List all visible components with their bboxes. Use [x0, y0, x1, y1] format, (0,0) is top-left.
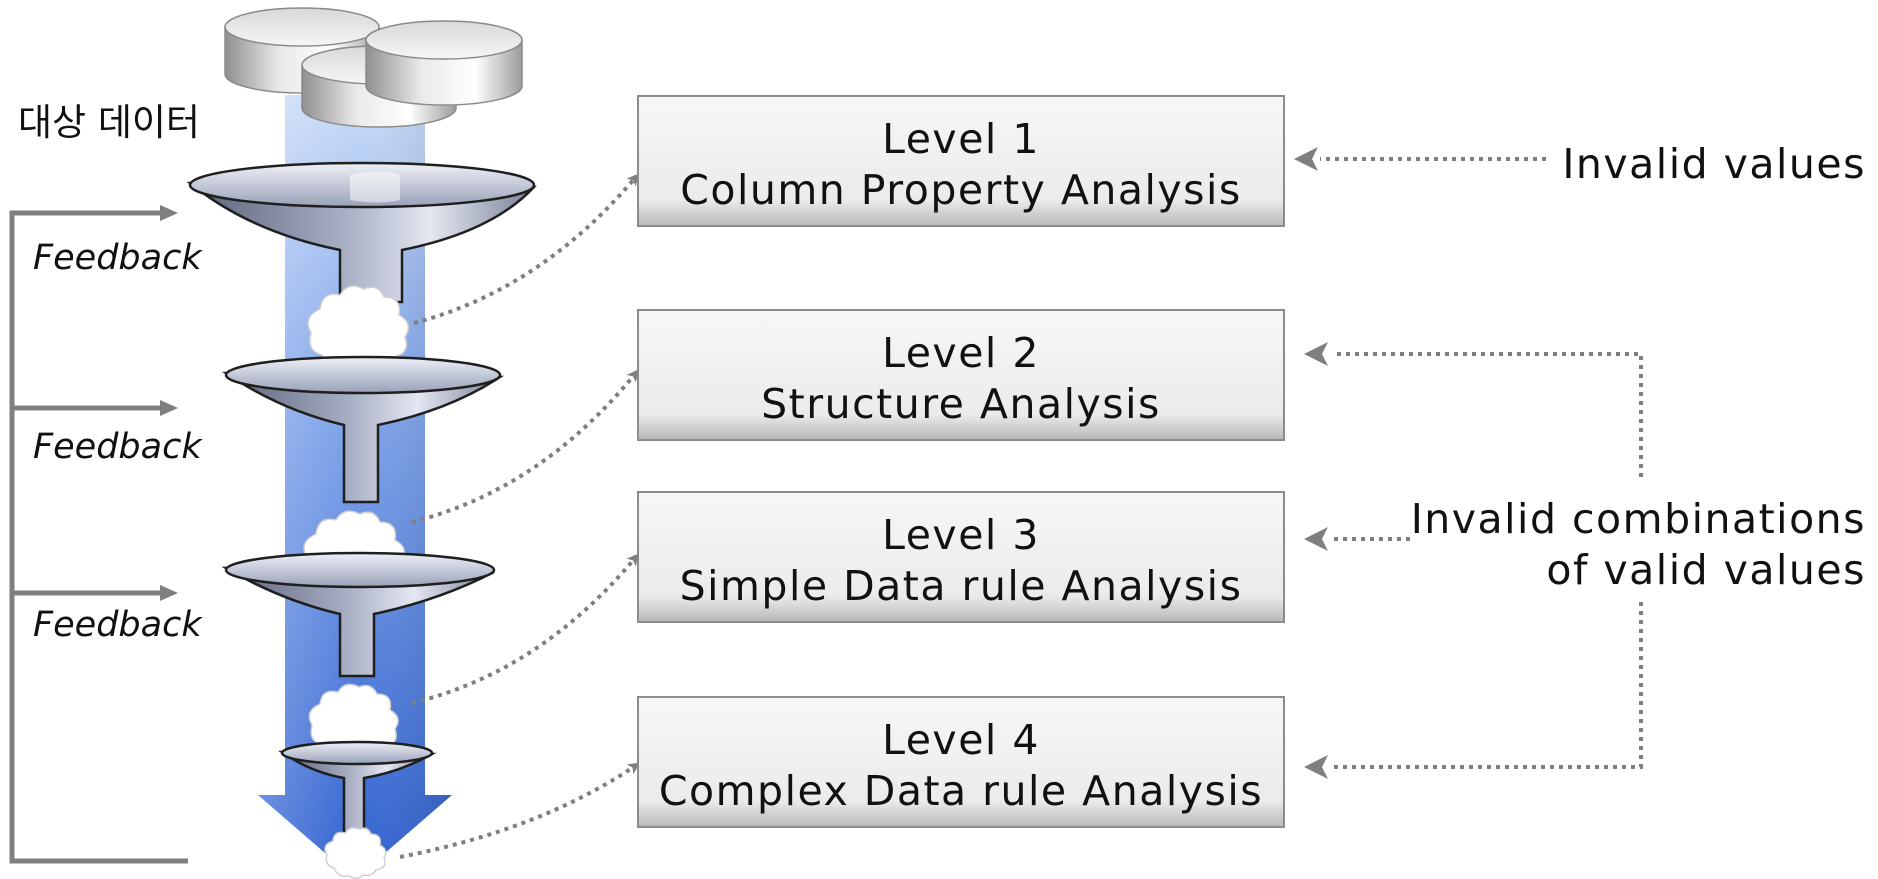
level-2-name: Structure Analysis — [761, 380, 1161, 428]
invalid-connectors — [1320, 157, 1643, 769]
funnel-icon — [221, 355, 505, 504]
level-box-1: Level 1 Column Property Analysis — [637, 95, 1285, 227]
funnel-to-level-connectors — [399, 173, 640, 859]
source-label: 대상 데이터 — [18, 101, 200, 144]
invalid-arrowheads — [1294, 147, 1328, 779]
level-2-title: Level 2 — [882, 329, 1040, 377]
level-3-title: Level 3 — [882, 511, 1040, 559]
level-1-name: Column Property Analysis — [680, 166, 1242, 214]
invalid-combinations-line-2: of valid values — [1546, 546, 1866, 594]
level-1-title: Level 1 — [882, 115, 1040, 163]
feedback-loop — [9, 205, 188, 864]
cloud-icon — [324, 826, 387, 879]
funnel-icon — [221, 551, 496, 678]
level-4-title: Level 4 — [882, 716, 1040, 764]
database-cylinder-icon — [224, 7, 523, 128]
feedback-label-3: Feedback — [33, 605, 203, 645]
feedback-label-1: Feedback — [33, 238, 203, 278]
level-4-name: Complex Data rule Analysis — [659, 767, 1263, 815]
funnel-icon — [186, 161, 537, 304]
invalid-values-label: Invalid values — [1562, 140, 1866, 188]
level-box-4: Level 4 Complex Data rule Analysis — [637, 696, 1285, 828]
feedback-label-2: Feedback — [33, 427, 203, 467]
level-box-2: Level 2 Structure Analysis — [637, 309, 1285, 441]
level-3-name: Simple Data rule Analysis — [680, 562, 1243, 610]
invalid-combinations-line-1: Invalid combinations — [1411, 495, 1866, 543]
level-box-3: Level 3 Simple Data rule Analysis — [637, 491, 1285, 623]
